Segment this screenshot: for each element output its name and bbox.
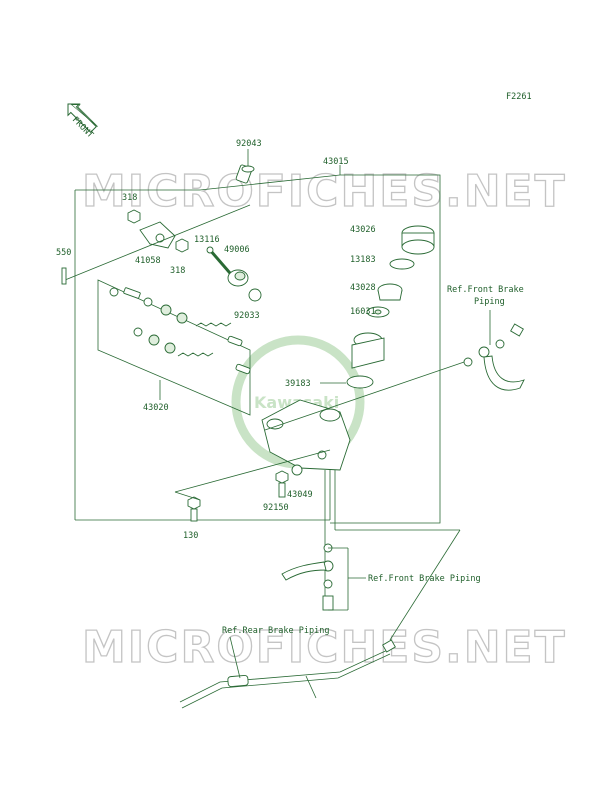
label-43028: 43028: [350, 283, 376, 293]
label-43020: 43020: [143, 403, 169, 413]
label-front-brake-piping-1: Ref.Front Brake: [447, 285, 524, 295]
leader-body-130: [174, 449, 331, 493]
lower-fitting: [281, 543, 334, 611]
cap-43026: [401, 225, 435, 255]
diaphragm-43028: [377, 283, 403, 301]
label-43026: 43026: [350, 225, 376, 235]
master-cylinder-body: [261, 399, 351, 471]
label-front-brake-piping-3: Ref.Front Brake Piping: [368, 574, 481, 584]
label-front-brake-piping-2: Piping: [474, 297, 505, 307]
front-brake-hose: [463, 323, 525, 391]
circlip-92033: [248, 288, 262, 302]
leader-rear-brake: [229, 636, 241, 679]
pin-92043: [235, 164, 255, 184]
reservoir: [351, 332, 385, 369]
label-13116: 13116: [194, 235, 220, 245]
label-92043: 92043: [236, 139, 262, 149]
part-550: [61, 267, 67, 285]
leader-130: [174, 491, 201, 501]
assembly-frame: [75, 174, 441, 524]
label-43049: 43049: [287, 490, 313, 500]
leader-550: [64, 204, 251, 281]
washer-43049: [291, 464, 303, 476]
piston-kit-frame: [97, 279, 251, 416]
watermark-bottom: MICROFICHES.NET: [82, 622, 567, 673]
label-16031: 16031: [350, 307, 376, 317]
figure-code: F2261: [506, 92, 532, 102]
label-39183: 39183: [285, 379, 311, 389]
pipe-line-rear-diag: [389, 529, 461, 641]
bolt-92150: [275, 470, 289, 498]
nut-318-top: [127, 209, 141, 224]
label-41058: 41058: [135, 256, 161, 266]
front-arrow-icon: [67, 103, 98, 133]
rear-brake-pipe: [179, 639, 396, 709]
bolt-130: [187, 496, 201, 522]
bracket-41058: [139, 221, 176, 249]
watermark-top: MICROFICHES.NET: [82, 166, 567, 217]
piston-kit-row2: [133, 327, 251, 375]
label-13183: 13183: [350, 255, 376, 265]
leader-front-brake-piping: [264, 359, 471, 431]
boot-49006: [227, 269, 249, 287]
label-49006: 49006: [224, 245, 250, 255]
label-130: 130: [183, 531, 198, 541]
nut-318-bottom: [175, 238, 189, 253]
label-rear-brake-piping: Ref.Rear Brake Piping: [222, 626, 329, 636]
piston-kit-row1: [109, 287, 243, 347]
label-92150: 92150: [263, 503, 289, 513]
label-550: 550: [56, 248, 71, 258]
label-318-top: 318: [122, 193, 137, 203]
clamp-39183: [346, 375, 374, 389]
label-43015: 43015: [323, 157, 349, 167]
label-92033: 92033: [234, 311, 260, 321]
washer-16031: [366, 306, 390, 318]
label-318-bottom: 318: [170, 266, 185, 276]
plate-13183: [389, 258, 415, 270]
